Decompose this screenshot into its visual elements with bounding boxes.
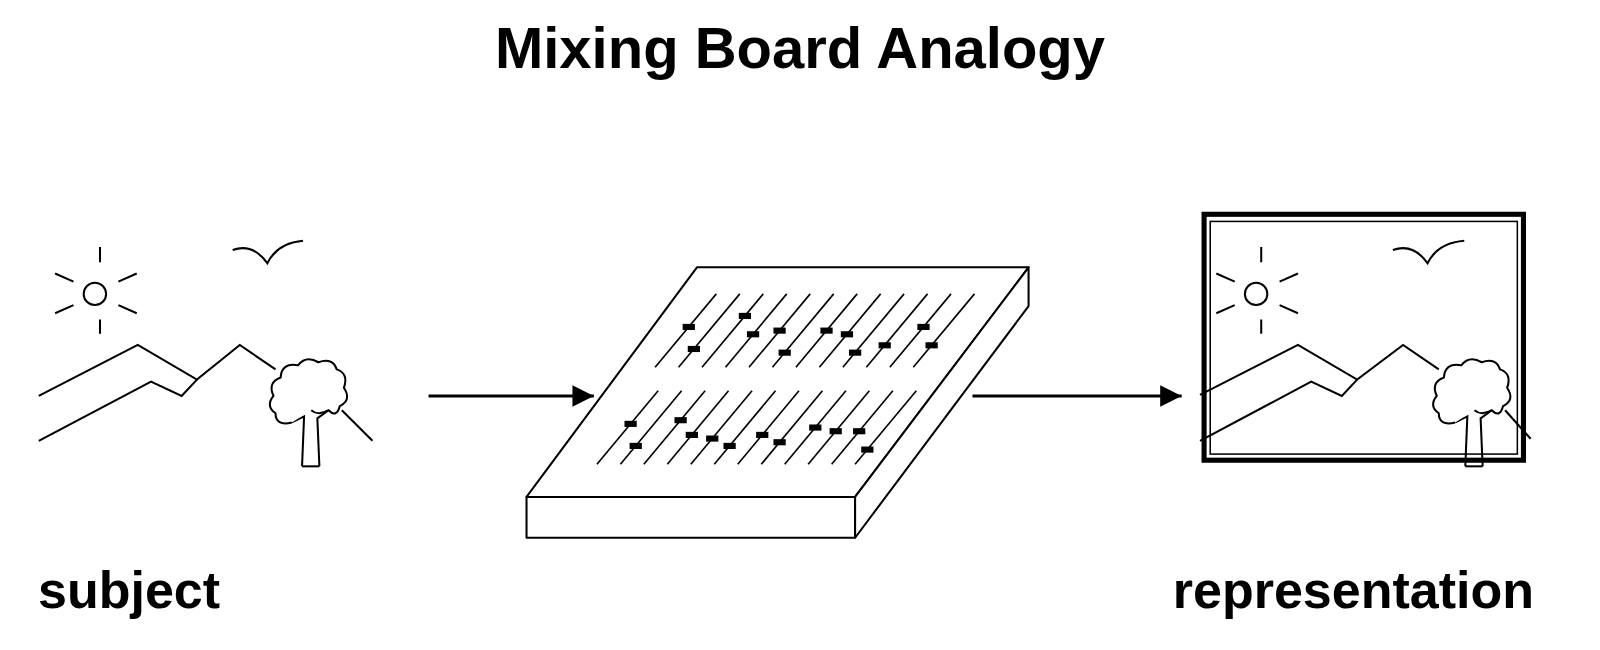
slider-knob [739,313,751,319]
slider-track [761,391,822,464]
slider-track [738,391,799,464]
slider-track [796,294,857,367]
slider-track [808,391,869,464]
slider-knob [926,342,938,348]
slider-knob [674,417,686,423]
slider-track [691,391,752,464]
slider-knob [917,324,929,330]
slider-knob [706,436,718,442]
slider-knob [756,432,768,438]
mixing-board [527,267,1029,537]
slider-track [866,294,927,367]
slider-knob [841,331,853,337]
slider-knob [624,421,636,427]
slider-knob [779,350,791,356]
slider-track [890,294,951,367]
slider-track [726,294,787,367]
diagram-title: Mixing Board Analogy [0,14,1600,81]
slider-track [597,391,658,464]
slider-knob [723,443,735,449]
landscape-scene [39,241,373,467]
slider-track [913,294,974,367]
framed-picture [1200,214,1531,466]
slider-track [843,294,904,367]
slider-track [855,391,916,464]
slider-track [620,391,681,464]
slider-knob [747,331,759,337]
slider-knob [688,346,700,352]
slider-track [679,294,740,367]
slider-track [772,294,833,367]
slider-knob [773,439,785,445]
slider-track [667,391,728,464]
slider-track [644,391,705,464]
flow-arrows [429,394,1182,397]
caption-label: representation [1173,560,1534,620]
slider-knob [630,443,642,449]
slider-knob [686,432,698,438]
slider-knob [830,428,842,434]
slider-track [702,294,763,367]
slider-track [714,391,775,464]
slider-knob [809,424,821,430]
slider-track [749,294,810,367]
slider-track [655,294,716,367]
slider-track [819,294,880,367]
caption-label: subject [38,560,220,620]
slider-knob [820,328,832,334]
slider-knob [861,447,873,453]
slider-knob [879,342,891,348]
slider-track [832,391,893,464]
slider-knob [849,350,861,356]
slider-knob [683,324,695,330]
slider-track [785,391,846,464]
slider-knob [853,428,865,434]
slider-knob [773,328,785,334]
